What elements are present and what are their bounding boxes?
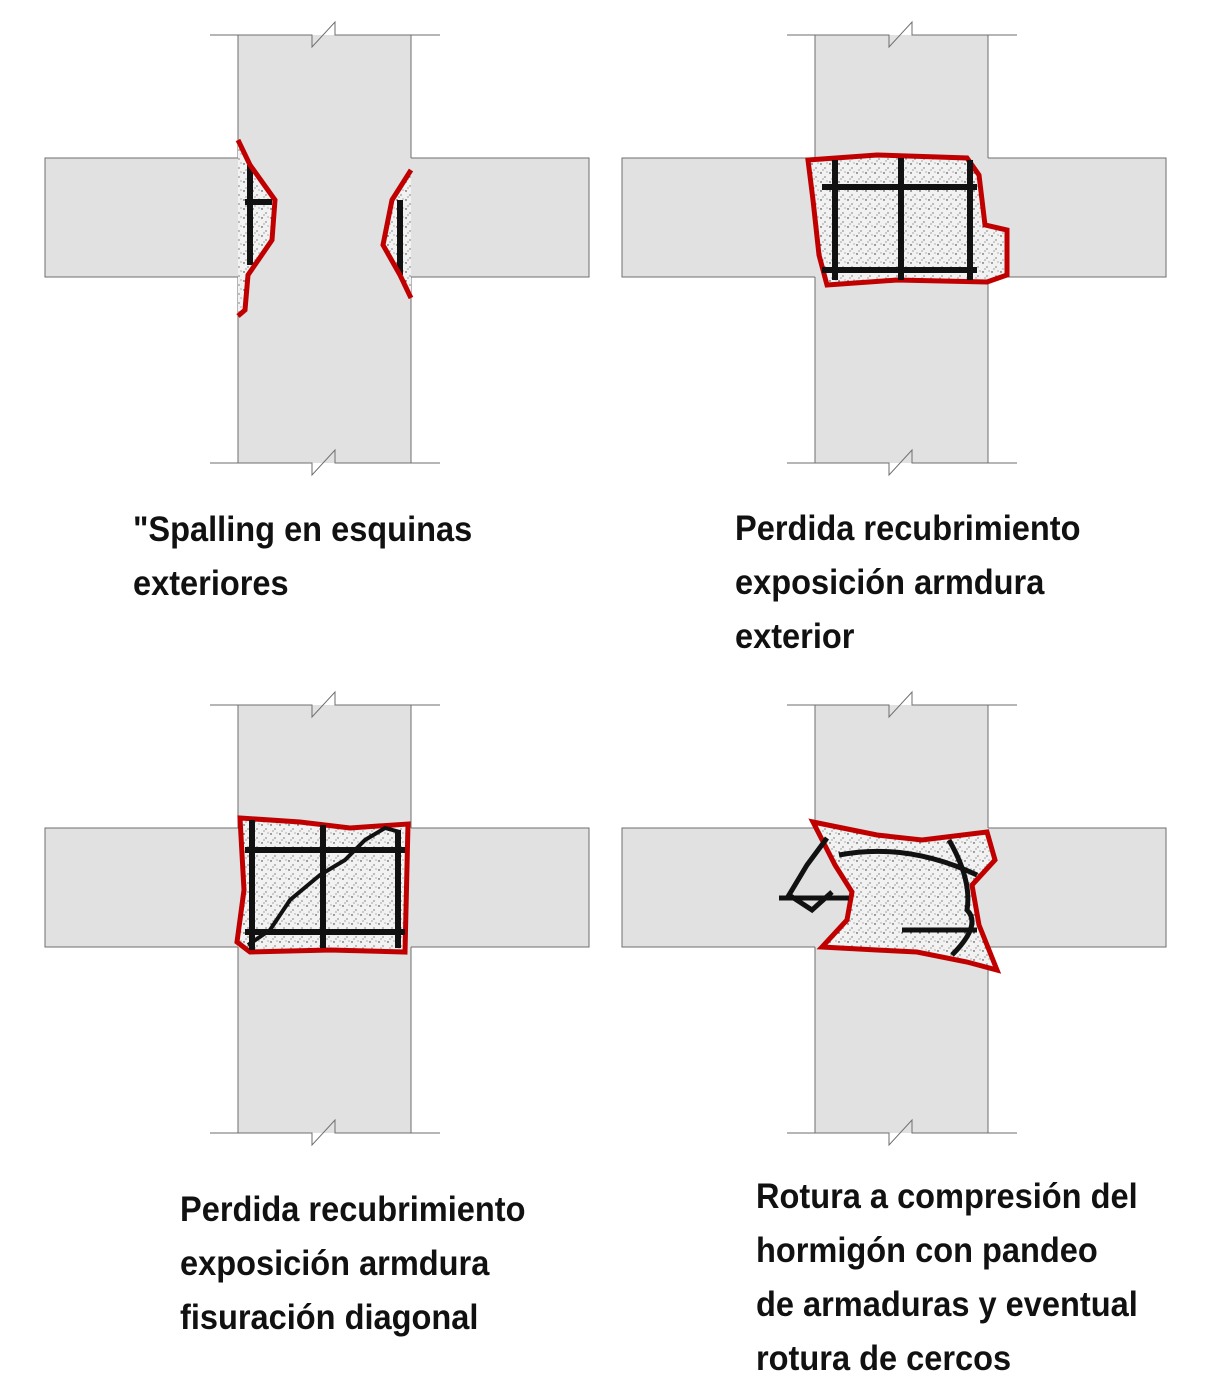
caption-line: exterior: [735, 617, 855, 656]
caption-panel-4: Rotura a compresión del hormigón con pan…: [756, 1170, 1138, 1386]
caption-panel-1: "Spalling en esquinas exteriores: [133, 503, 472, 611]
rebar: [245, 820, 405, 950]
panel-compression-failure: [621, 691, 1167, 1146]
panel-diagonal-cracking: [44, 691, 590, 1146]
caption-line: exteriores: [133, 564, 289, 603]
panel-corner-spalling: [44, 21, 590, 476]
caption-panel-2: Perdida recubrimiento exposición armdura…: [735, 502, 1080, 664]
caption-line: hormigón con pandeo: [756, 1231, 1098, 1270]
caption-line: Perdida recubrimiento: [735, 509, 1081, 548]
buckled-rebar: [779, 836, 979, 957]
caption-line: fisuración diagonal: [180, 1298, 479, 1337]
rebar: [822, 158, 977, 280]
panel-cover-loss: [621, 21, 1167, 476]
rebar: [245, 165, 403, 275]
caption-line: "Spalling en esquinas: [133, 510, 473, 549]
diagonal-crack: [246, 825, 401, 947]
damage-outline: [380, 168, 414, 300]
caption-line: Perdida recubrimiento: [180, 1190, 526, 1229]
caption-line: exposición armdura: [180, 1244, 490, 1283]
damage-outline: [235, 138, 278, 318]
caption-line: Rotura a compresión del: [756, 1177, 1138, 1216]
spalled-zone: [808, 818, 1002, 974]
caption-line: exposición armdura: [735, 563, 1045, 602]
caption-line: de armaduras y eventual: [756, 1285, 1138, 1324]
caption-line: rotura de cercos: [756, 1339, 1012, 1378]
caption-panel-3: Perdida recubrimiento exposición armdura…: [180, 1183, 525, 1345]
